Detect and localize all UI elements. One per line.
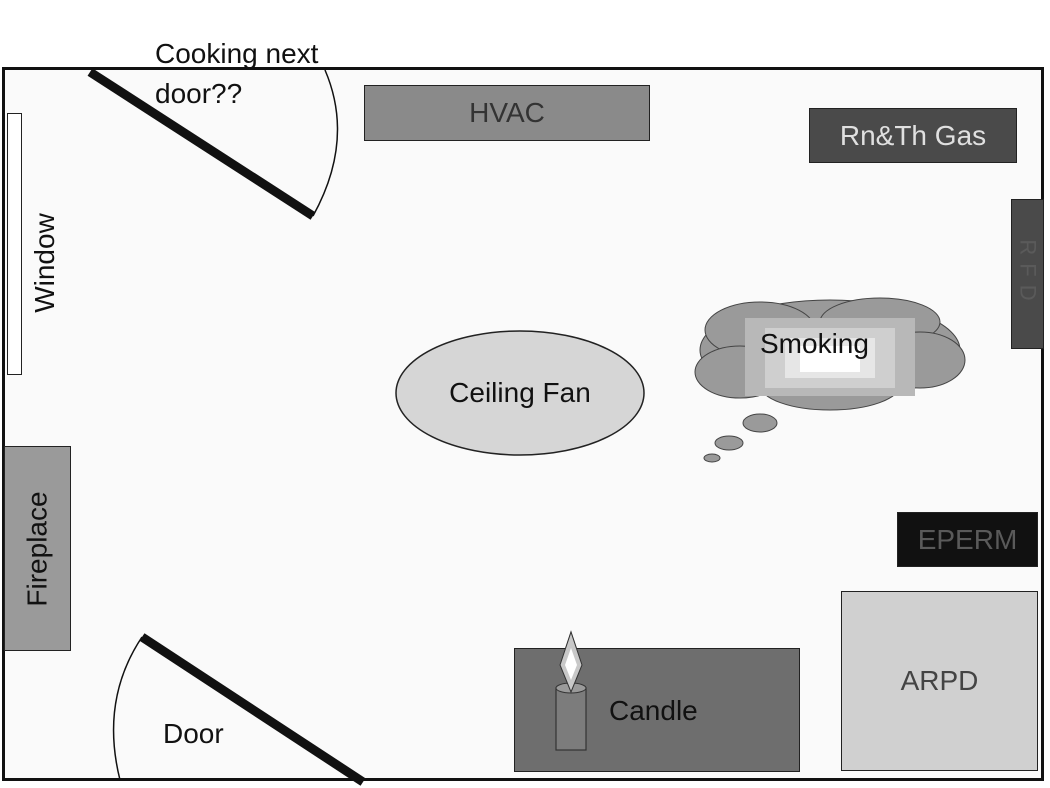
arpd-box: ARPD [841,591,1038,771]
smoking-label: Smoking [760,328,869,359]
candle-label: Candle [609,695,698,726]
rnth-gas-box: Rn&Th Gas [809,108,1017,163]
eperm-label: EPERM [917,523,1018,555]
candle-box: Candle [514,648,800,772]
rfd-label: RFD [1015,239,1041,309]
cooking-next-door-label: Cooking next door?? [155,38,319,109]
window-label: Window [29,213,60,313]
smoking-cloud [694,297,966,463]
top-door-leaf [87,68,316,220]
window-box [7,113,22,375]
top-door-arc [312,69,339,217]
window-label-wrap: Window [0,213,110,313]
hvac-label: HVAC [469,97,545,128]
ceiling-fan-shape [395,330,645,456]
bottom-door-arc [112,636,143,781]
door-label: Door [163,718,224,749]
rnth-gas-label: Rn&Th Gas [839,119,987,151]
arpd-label: ARPD [900,665,979,696]
bottom-door-leaf [139,633,366,786]
ceiling-fan-label: Ceiling Fan [449,377,591,408]
eperm-box: EPERM [897,512,1038,567]
hvac-box: HVAC [364,85,650,141]
rfd-box: RFD [1011,199,1044,349]
fireplace-label: Fireplace [21,490,53,607]
fireplace-box: Fireplace [4,446,71,651]
